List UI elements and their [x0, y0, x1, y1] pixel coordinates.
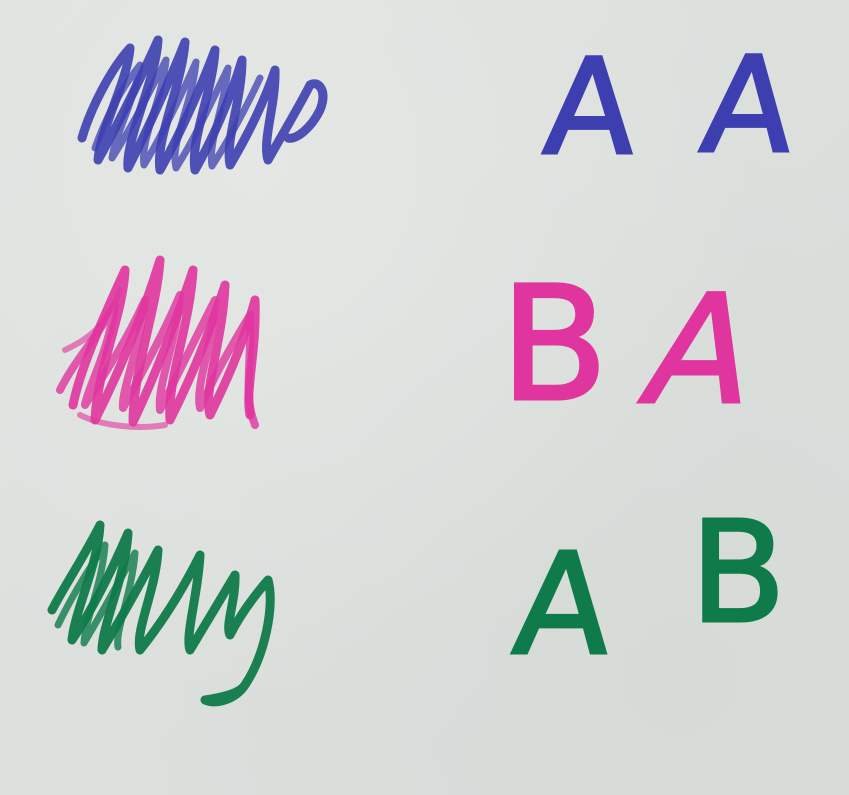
green-scribble: [47, 520, 275, 707]
blue-ink-row: A A: [0, 0, 849, 230]
pink-letter-2: A: [627, 263, 776, 440]
green-letter-1: A: [506, 523, 619, 689]
blue-letter-2: A: [693, 28, 802, 185]
pink-scribble: [56, 255, 260, 430]
pink-ink-row: B A: [0, 230, 849, 480]
green-ink-row: A B: [0, 480, 849, 795]
pink-letter-1: B: [498, 253, 609, 437]
blue-scribble: [77, 35, 328, 175]
green-letter-2: B: [688, 492, 787, 655]
blue-letter-1: A: [538, 30, 642, 187]
